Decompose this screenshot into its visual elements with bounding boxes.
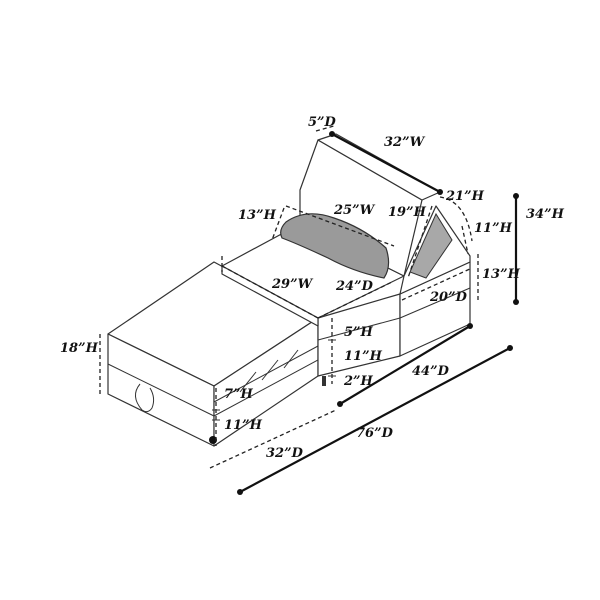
dim-back-height-21: 21”H [445,189,485,204]
dim-backrest-depth: 5”D [308,115,337,130]
dim-arm-height-13: 13”H [482,267,521,282]
dim-arm-depth: 20”D [429,290,468,305]
chair-body [221,133,471,386]
side-cushion [409,212,453,279]
dim-seat-depth: 24”D [335,279,374,294]
dim-seat-width: 29”W [271,277,314,292]
dim-overall-height: 34”H [526,207,565,222]
dim-seat-height: 18”H [60,341,99,356]
dim-extended-depth: 76”D [356,426,394,441]
dim-ottoman-height-7: 7”H [224,387,254,402]
dimension-labels: 5”D 32”W 21”H 34”H 25”W 13”H 19”H 11”H 1… [60,115,565,461]
dim-chair-depth: 44”D [412,364,450,379]
dim-ottoman-depth: 32”D [266,446,304,461]
dim-ottoman-height-11: 11”H [224,418,263,433]
caster-wheel [209,436,217,444]
dim-backrest-width: 32”W [384,135,426,150]
dim-leg-height: 2”H [343,374,374,389]
chair-leg [322,376,326,386]
dim-pillow-width: 25”W [333,203,376,218]
dim-arm-height-11: 11”H [474,221,513,236]
strap-handle [135,383,155,413]
dim-inner-back-height: 19”H [388,205,427,220]
dim-base-height-11: 11”H [344,349,383,364]
lumbar-pillow [280,213,390,279]
dim-cushion-height-5: 5”H [344,325,374,340]
dim-pillow-height: 13”H [238,208,277,223]
